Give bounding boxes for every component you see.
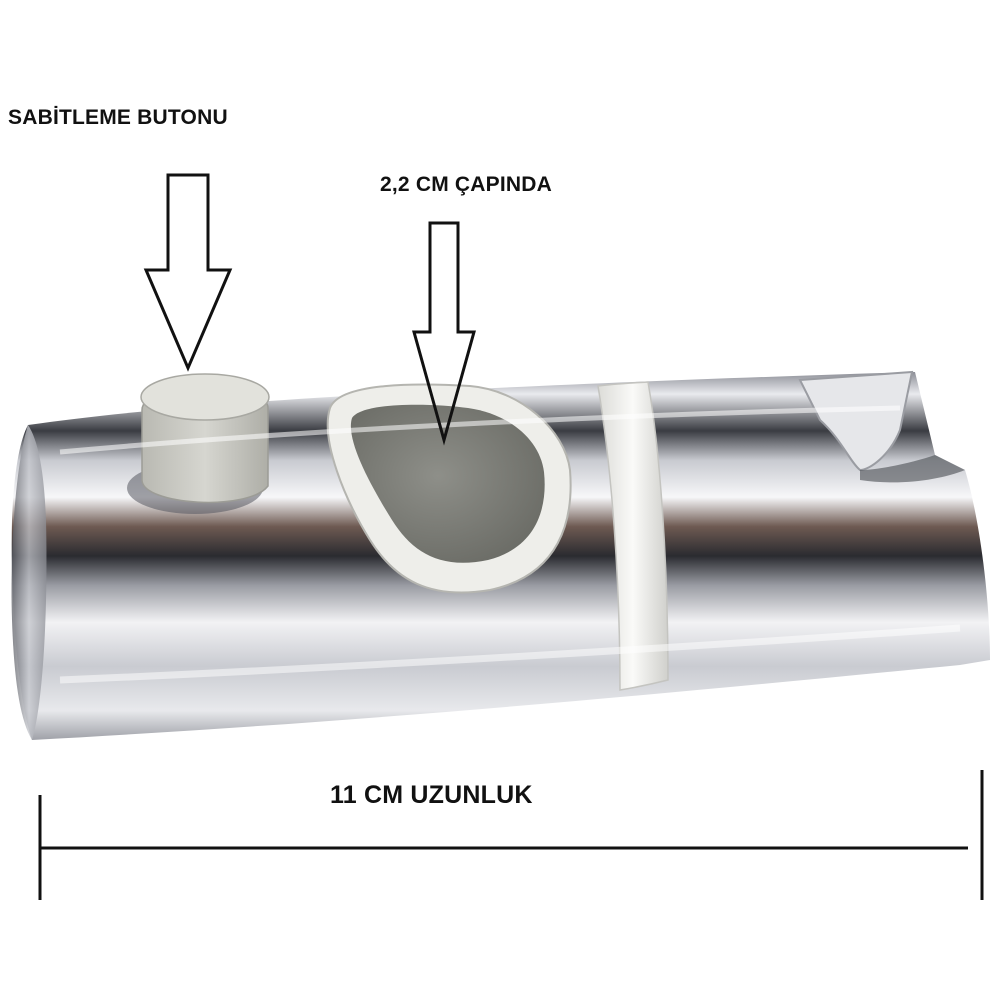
diameter-arrow-icon (412, 221, 476, 446)
holder-opening-insert (350, 404, 545, 563)
chrome-highlight-bottom (59, 624, 961, 684)
fixing-button-top (140, 373, 270, 421)
white-ring (597, 381, 669, 691)
length-label: 11 CM UZUNLUK (330, 781, 533, 809)
fixing-button-label: SABİTLEME BUTONU (8, 106, 228, 129)
diameter-label: 2,2 CM ÇAPINDA (380, 173, 552, 196)
button-arrow-icon (143, 173, 233, 372)
left-end-cap (11, 425, 47, 740)
chrome-highlight-top (59, 405, 901, 455)
holder-shadow (860, 455, 965, 483)
